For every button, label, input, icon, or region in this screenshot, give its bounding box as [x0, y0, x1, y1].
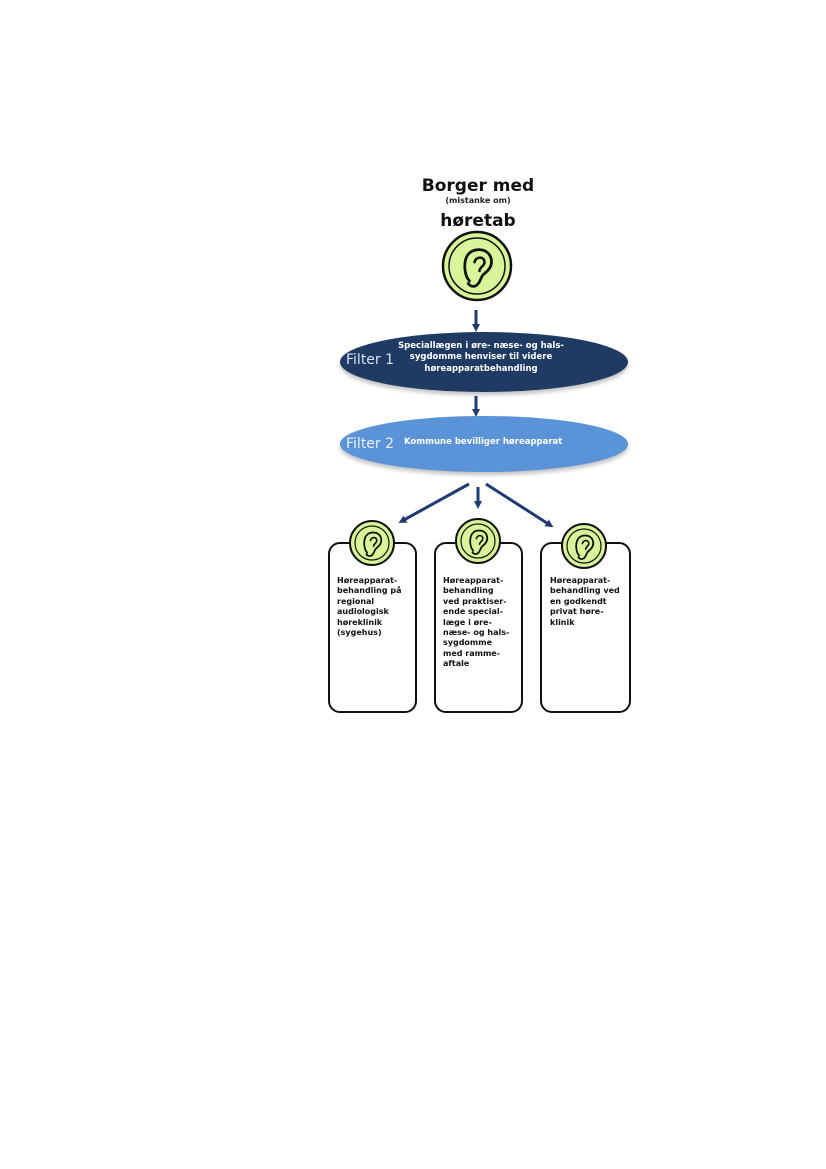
option-box-2: [434, 542, 523, 713]
citizen-ear-icon: [441, 230, 513, 302]
option-box-3: [540, 542, 631, 713]
filter1-label: Filter 1: [346, 352, 395, 368]
arrow-to-option3: [485, 482, 554, 528]
citizen-title-line2: (mistanke om): [445, 196, 511, 205]
citizen-title-line1: Borger med: [421, 176, 535, 196]
filter2-ellipse: [340, 416, 628, 472]
option2-ear-icon: [455, 518, 501, 564]
option1-ear-icon: [349, 520, 395, 566]
option-text-1: Høreapparat- behandling på regional audi…: [337, 576, 402, 637]
filter2-text: Kommune bevilliger høreapparat: [404, 437, 563, 447]
option3-ear-icon: [561, 523, 607, 569]
filter2-label: Filter 2: [346, 436, 395, 452]
option-text-3: Høreapparat- behandling ved en godkendt …: [550, 576, 620, 627]
citizen-title-line3: høretab: [440, 211, 516, 231]
filter1-ellipse: [340, 332, 628, 392]
filter1-text: Speciallægen i øre- næse- og hals- sygdo…: [398, 341, 564, 374]
arrow-to-option1: [398, 482, 470, 523]
option-text-2: Høreapparat- behandling ved praktiser- e…: [443, 576, 510, 669]
option-box-1: [328, 542, 417, 713]
